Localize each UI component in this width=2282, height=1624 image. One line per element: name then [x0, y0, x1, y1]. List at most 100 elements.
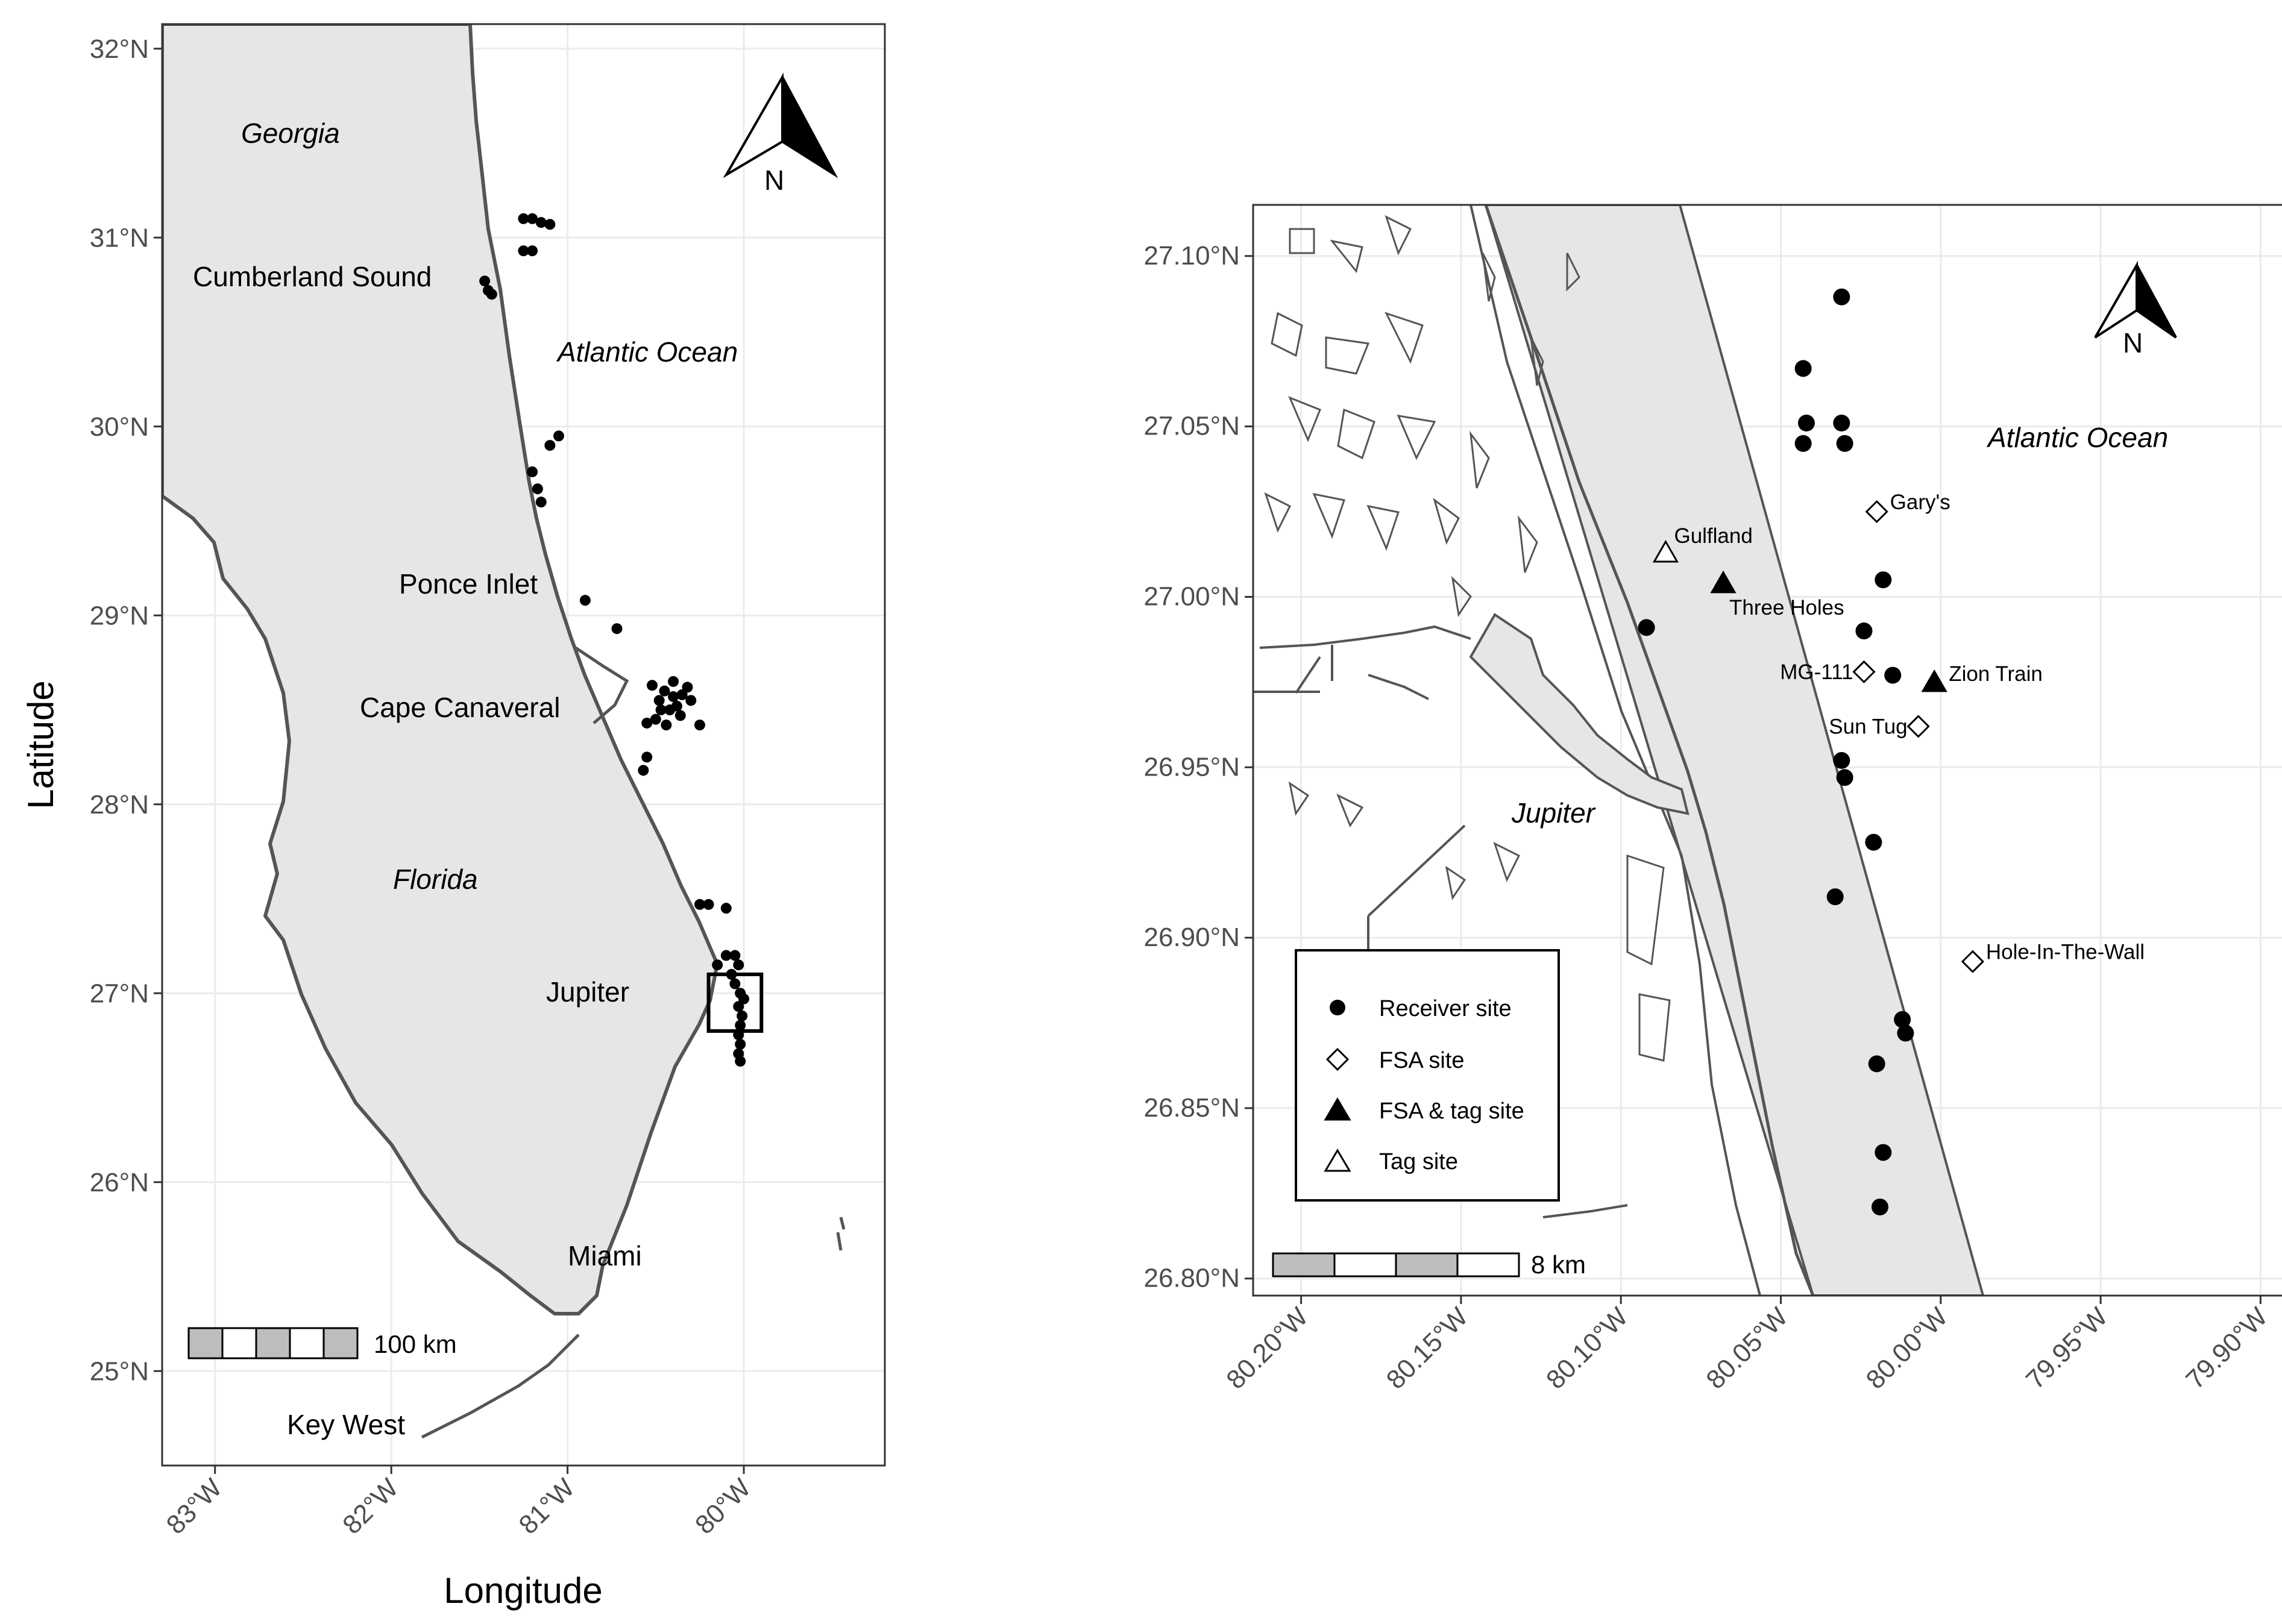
- site-label: Three Holes: [1729, 596, 1844, 619]
- label-florida: Florida: [393, 864, 478, 895]
- receiver-site: [1833, 751, 1850, 769]
- label-miami: Miami: [568, 1240, 642, 1271]
- receiver-point: [553, 430, 564, 442]
- receiver-point: [733, 1001, 744, 1012]
- inland-ponds: [1264, 215, 1671, 1062]
- legend-receiver-label: Receiver site: [1379, 996, 1512, 1021]
- receiver-point: [646, 680, 658, 691]
- receiver-point: [738, 993, 750, 1005]
- right-scale-bar-label: 8 km: [1531, 1250, 1586, 1279]
- receiver-site: [1875, 1144, 1892, 1161]
- site-label: Sun Tug: [1829, 715, 1907, 738]
- receiver-point: [694, 898, 705, 910]
- receiver-point: [527, 466, 538, 477]
- receiver-site: [1871, 1198, 1888, 1215]
- receiver-site: [1836, 434, 1853, 452]
- label-cape-canaveral: Cape Canaveral: [360, 692, 560, 723]
- y-tick-label: 25°N: [90, 1356, 149, 1386]
- label-cumberland-sound: Cumberland Sound: [193, 261, 432, 292]
- x-tick-label: 79.90°W: [2180, 1302, 2274, 1395]
- receiver-point: [518, 213, 529, 224]
- receiver-point: [720, 903, 732, 914]
- receiver-site: [1833, 288, 1850, 306]
- x-tick-label: 82°W: [337, 1473, 404, 1540]
- receiver-site: [1865, 833, 1882, 851]
- receiver-point: [737, 1010, 748, 1021]
- left-north-arrow-label: N: [764, 165, 784, 196]
- right-north-arrow-label: N: [2123, 327, 2143, 359]
- site-label: Gulfland: [1674, 524, 1752, 548]
- county-road: [1253, 691, 1628, 1218]
- receiver-point: [712, 959, 723, 971]
- receiver-point: [676, 689, 688, 700]
- fsa-site-marker: [1961, 950, 1984, 973]
- label-ponce-inlet: Ponce Inlet: [399, 568, 538, 600]
- y-tick-label: 32°N: [90, 34, 149, 64]
- receiver-point: [735, 1056, 746, 1067]
- receiver-point: [611, 623, 623, 635]
- receiver-site: [1797, 415, 1815, 431]
- y-tick-label: 28°N: [90, 790, 149, 820]
- receiver-point: [650, 713, 661, 725]
- river-channels: [1259, 625, 1471, 700]
- x-tick-label: 81°W: [514, 1473, 580, 1540]
- left-scale-bar-label: 100 km: [374, 1330, 457, 1358]
- fsa-site-marker: [1906, 715, 1930, 738]
- three-mile-water-zone: [1484, 205, 1985, 1296]
- x-tick-label: 80.10°W: [1541, 1302, 1634, 1395]
- receiver-point: [733, 959, 744, 971]
- receiver-point: [535, 217, 547, 228]
- receiver-point: [685, 695, 697, 706]
- receiver-point: [653, 695, 665, 706]
- legend-tag-symbol: [1324, 1149, 1351, 1172]
- legend-fsa-tag-symbol: [1324, 1097, 1351, 1121]
- receiver-point: [682, 682, 693, 693]
- receiver-point: [668, 676, 679, 687]
- y-tick-label: 26.85°N: [1144, 1093, 1240, 1123]
- receiver-site: [1833, 415, 1850, 431]
- label-atlantic-ocean-right: Atlantic Ocean: [1986, 422, 2168, 453]
- site-label: MG-111: [1780, 660, 1853, 684]
- receiver-site: [1868, 1055, 1885, 1073]
- left-map-receiver-points: [479, 213, 750, 1067]
- receiver-point: [486, 289, 497, 300]
- y-tick-label: 29°N: [90, 601, 149, 630]
- y-tick-label: 27.10°N: [1144, 241, 1240, 271]
- left-y-axis-label: Latitude: [20, 680, 61, 809]
- receiver-point: [659, 685, 670, 697]
- florida-landmass: [162, 24, 719, 1315]
- x-tick-label: 79.95°W: [2020, 1302, 2114, 1395]
- receiver-point: [544, 219, 556, 230]
- x-tick-label: 83°W: [161, 1473, 228, 1540]
- receiver-point: [671, 700, 682, 712]
- receiver-point: [735, 1038, 746, 1050]
- receiver-point: [729, 978, 741, 989]
- receiver-point: [535, 497, 547, 508]
- x-tick-label: 80.15°W: [1381, 1302, 1474, 1395]
- legend-tag-label: Tag site: [1379, 1149, 1458, 1174]
- label-atlantic-ocean-left: Atlantic Ocean: [556, 336, 738, 368]
- x-tick-label: 80.00°W: [1861, 1302, 1954, 1395]
- label-key-west: Key West: [287, 1409, 405, 1440]
- receiver-point: [694, 720, 705, 731]
- label-jupiter-right: Jupiter: [1511, 797, 1596, 829]
- label-jupiter-left: Jupiter: [546, 976, 629, 1008]
- right-north-arrow: N: [2094, 260, 2177, 359]
- receiver-site: [1836, 769, 1853, 786]
- legend-fsa-label: FSA site: [1379, 1048, 1465, 1073]
- left-map-frame: [161, 23, 886, 1467]
- y-tick-label: 26.90°N: [1144, 923, 1240, 952]
- jupiter-inset-box: [706, 972, 764, 1033]
- y-tick-label: 31°N: [90, 223, 149, 252]
- receiver-site: [1794, 434, 1812, 452]
- coastline: [1484, 205, 1815, 1296]
- fsa-tag-site-marker: [1710, 570, 1737, 594]
- receiver-point: [641, 717, 653, 729]
- receiver-point: [518, 245, 529, 257]
- legend-fsa-tag-label: FSA & tag site: [1379, 1099, 1524, 1124]
- bahamas-cays: [836, 1217, 846, 1251]
- right-scale-bar: 8 km: [1272, 1250, 1586, 1279]
- legend: Receiver site FSA site FSA & tag site Ta…: [1295, 949, 1560, 1202]
